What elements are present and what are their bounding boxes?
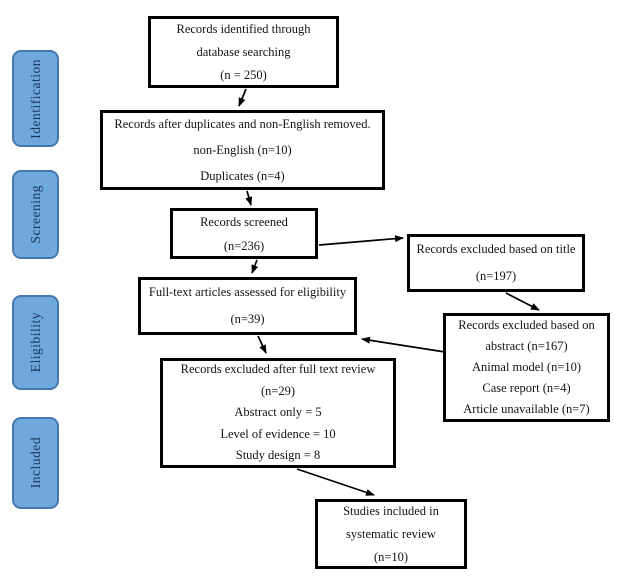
stage-identification-label: Identification [27, 58, 43, 139]
box-text: Animal model (n=10) [471, 360, 582, 374]
box-studies-included: Studies included in systematic review (n… [315, 499, 467, 569]
stage-eligibility: Eligibility [12, 295, 59, 390]
box-fulltext-assessed: Full-text articles assessed for eligibil… [138, 277, 357, 335]
box-text: Records screened [200, 214, 288, 229]
box-text: Records excluded after full text review [180, 362, 376, 377]
box-excluded-abstract: Records excluded based on abstract (n=16… [443, 313, 610, 422]
box-text: (n=39) [230, 312, 265, 326]
box-text: Studies included in [343, 503, 439, 518]
box-text: Case report (n=4) [482, 381, 571, 395]
box-text: Level of evidence = 10 [220, 426, 336, 441]
box-text: (n=10) [373, 549, 409, 564]
box-records-screened: Records screened (n=236) [170, 208, 318, 259]
box-text: (n = 250) [220, 67, 267, 82]
box-text: systematic review [346, 526, 436, 541]
arrow-excluded-title-to-excluded-abstract [505, 292, 540, 311]
stage-included-label: Included [27, 437, 43, 489]
box-text: (n=197) [475, 269, 517, 283]
arrow-excluded-review-to-studies-included [296, 468, 375, 496]
box-text: Records after duplicates and non-English… [114, 117, 371, 131]
arrow-screened-to-excluded-title [318, 235, 404, 246]
box-text: (n=236) [223, 238, 265, 253]
stage-eligibility-label: Eligibility [27, 312, 43, 373]
box-text: Study design = 8 [235, 448, 321, 463]
arrow-excluded-abstract-to-fulltext [361, 336, 446, 353]
box-text: database searching [196, 44, 291, 59]
box-records-identified: Records identified through database sear… [148, 16, 339, 88]
box-excluded-title: Records excluded based on title (n=197) [407, 234, 585, 292]
stage-included: Included [12, 417, 59, 509]
box-text: Article unavailable (n=7) [463, 402, 590, 416]
box-text: Abstract only = 5 [234, 405, 322, 420]
box-text: Full-text articles assessed for eligibil… [148, 285, 347, 299]
stage-screening: Screening [12, 170, 59, 259]
box-text: Records excluded based on title [416, 242, 576, 256]
arrow-deduplicated-to-screened [245, 190, 253, 206]
box-text: abstract (n=167) [485, 339, 568, 353]
arrow-identified-to-deduplicated [238, 88, 247, 107]
box-records-after-duplicates: Records after duplicates and non-English… [100, 110, 385, 190]
box-text: non-English (n=10) [193, 143, 292, 157]
box-text: Records identified through [176, 21, 311, 36]
arrow-screened-to-fulltext [251, 259, 259, 274]
stage-screening-label: Screening [27, 185, 43, 244]
box-text: Records excluded based on [458, 318, 595, 332]
arrow-fulltext-to-excluded-review [257, 335, 267, 354]
box-text: Duplicates (n=4) [200, 169, 285, 183]
stage-identification: Identification [12, 50, 59, 147]
box-excluded-fulltext-review: Records excluded after full text review … [160, 358, 396, 468]
box-text: (n=29) [260, 383, 296, 398]
